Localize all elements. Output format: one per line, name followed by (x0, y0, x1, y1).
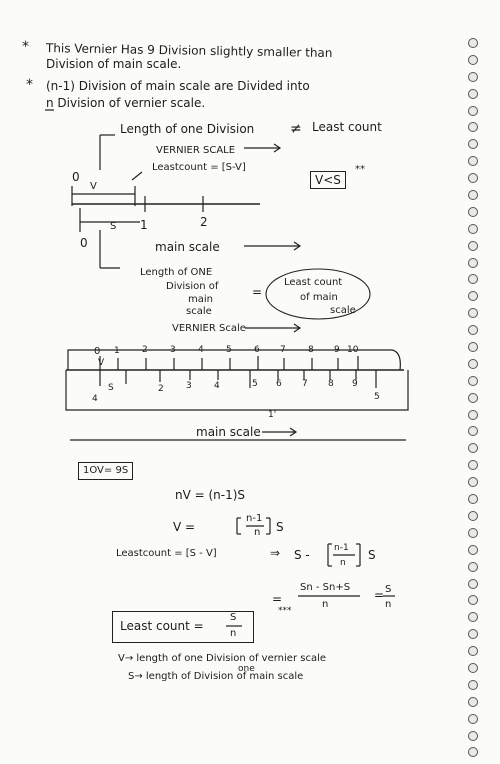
stars-2: *** (278, 606, 292, 616)
label-1-prime: 1' (268, 410, 277, 420)
lod-line-3: main (188, 294, 213, 305)
note-line-4: n Division of vernier scale. (46, 96, 206, 110)
m-num-4: 4 (214, 381, 220, 391)
legend-s: S→ length of Division of main scale (128, 671, 304, 682)
main-scale-label-2: main scale (196, 425, 261, 439)
label-1-main: 1 (140, 218, 148, 232)
vernier-bar (67, 349, 401, 371)
result-den: n (230, 628, 237, 639)
lod-line-1: Length of ONE (140, 267, 213, 278)
formula-3-right: S (368, 548, 376, 562)
formula-3-den: n (340, 558, 346, 568)
label-2-main: 2 (200, 215, 208, 229)
lov-box: 1OV= 9S (78, 462, 134, 480)
formula-2-den: n (254, 527, 261, 538)
formula-4-den2: n (385, 599, 392, 610)
not-equal-sign: ≠ (290, 121, 302, 137)
label-v-1: V (90, 181, 97, 192)
m-num-6: 6 (276, 379, 282, 389)
m-num-5: 5 (252, 379, 258, 389)
diagram-lines (45, 109, 409, 627)
least-count-circle (265, 268, 371, 320)
result-left: Least count = (120, 619, 204, 633)
label-s-2: S (108, 383, 114, 393)
m-num-3: 3 (186, 381, 192, 391)
arrowhead-vernier-2 (293, 323, 302, 333)
v-num-1: 1 (114, 346, 120, 356)
stars-1: ** (355, 164, 365, 175)
label-v-2: V (98, 358, 105, 368)
v-less-s-box: V<S (310, 171, 346, 189)
m-num-8: 8 (328, 379, 334, 389)
formula-3-arrow: ⇒ (270, 546, 281, 560)
least-count-label: Least count (312, 120, 382, 134)
label-s-1: S (110, 221, 117, 232)
legend-one: one (238, 664, 255, 674)
label-0-top: 0 (72, 170, 80, 184)
lod-line-2: Division of (166, 281, 219, 292)
label-5-2: 5 (374, 392, 380, 402)
bullet-1: * (22, 39, 29, 55)
formula-1: nV = (n-1)S (175, 488, 246, 502)
formula-2-left: V = (173, 520, 196, 534)
main-scale-label-1: main scale (155, 240, 220, 254)
legend-v: V→ length of one Division of vernier sca… (118, 653, 327, 664)
lc-pointer (131, 171, 143, 181)
formula-3-s: S - (294, 548, 310, 562)
notebook-page: * This Vernier Has 9 Division slightly s… (22, 38, 478, 758)
lcm-line-2: of main (300, 292, 338, 303)
length-of-one-division-label: Length of one Division (120, 122, 255, 136)
result-num: S (230, 612, 237, 623)
m-num-7: 7 (302, 379, 308, 389)
formula-2-right: S (276, 520, 284, 534)
m-num-2: 2 (158, 384, 164, 394)
m-num-9: 9 (352, 379, 358, 389)
vernier-scale-label-1: VERNIER SCALE (156, 145, 236, 156)
label-4-2: 4 (92, 394, 98, 404)
formula-4-eq: = (272, 592, 283, 606)
label-0-bottom: 0 (80, 236, 88, 250)
formula-4-num2: S (385, 584, 392, 595)
bullet-2: * (26, 77, 33, 93)
formula-2-num: n-1 (246, 513, 263, 524)
note-line-2: Division of main scale. (46, 57, 182, 71)
lcm-line-3: scale (330, 305, 356, 316)
least-count-result-box (112, 611, 254, 643)
equals-1: = (252, 285, 263, 299)
arrowhead-vernier-1 (273, 143, 282, 153)
arrowhead-main-1 (293, 241, 302, 251)
formula-3-num: n-1 (334, 543, 349, 553)
formula-4-num: Sn - Sn+S (300, 582, 351, 593)
note-line-3: (n-1) Division of main scale are Divided… (46, 79, 310, 93)
arrowhead-main-2 (289, 427, 298, 437)
least-count-formula-1: Leastcount = [S-V] (152, 162, 246, 173)
formula-4-den: n (322, 599, 329, 610)
formula-3: Leastcount = [S - V] (116, 548, 217, 559)
lod-line-4: scale (186, 306, 212, 317)
main-bar (65, 370, 409, 411)
v-num-0: 0 (94, 346, 101, 357)
formula-4-eq2: = (374, 588, 385, 602)
lcm-line-1: Least count (284, 277, 343, 288)
vernier-scale-label-2: VERNIER Scale (172, 323, 246, 334)
